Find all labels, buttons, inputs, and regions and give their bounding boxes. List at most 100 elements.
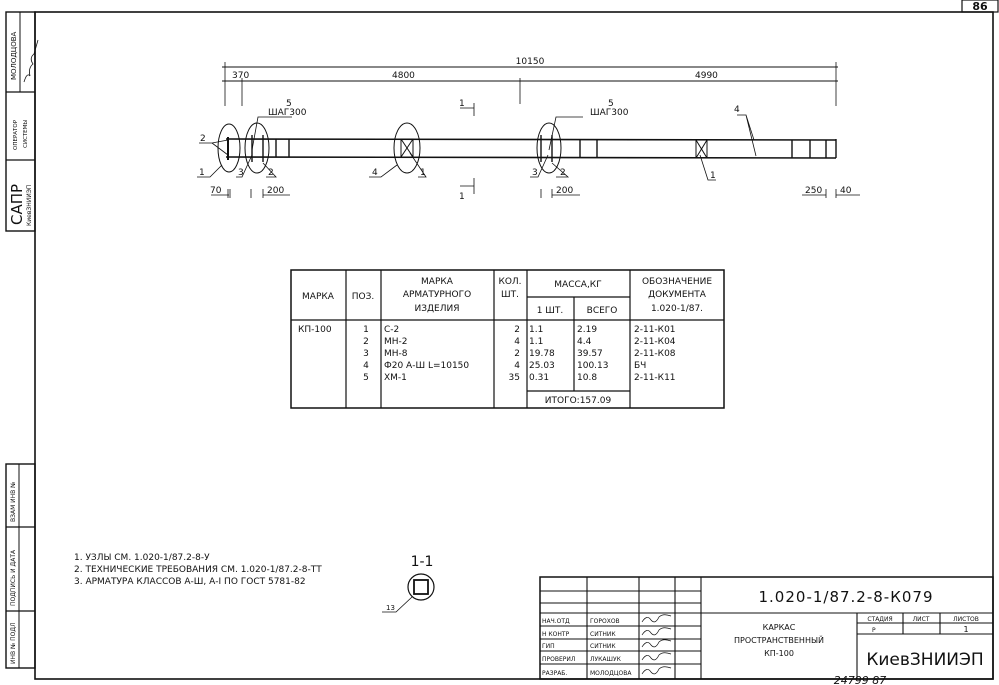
role-label: РАЗРАБ.	[542, 670, 567, 677]
cell-mass-one: 19.78	[529, 349, 555, 359]
callout-4b: 4	[734, 105, 740, 115]
cell-mass-total: 10.8	[577, 373, 597, 383]
th-doc-1: ОБОЗНАЧЕНИЕ	[642, 277, 712, 287]
system-label: СИСТЕМЫ	[23, 120, 29, 148]
cell-doc: 2-11-К04	[634, 337, 676, 347]
cell-doc: 2-11-К08	[634, 349, 676, 359]
callout-5: 5	[286, 99, 292, 109]
title-line-3: КП-100	[764, 649, 794, 658]
section-callout: 13	[386, 604, 395, 612]
callout-step: ШАГ300	[268, 108, 307, 118]
dim-4990: 4990	[695, 71, 718, 81]
sheets-label: ЛИСТОВ	[953, 616, 979, 623]
cell-item: МН-8	[384, 349, 408, 359]
role-label: ГИП	[542, 643, 555, 650]
cell-doc: 2-11-К11	[634, 373, 676, 383]
callout-2c: 2	[560, 168, 566, 178]
sapr-label: САПР	[8, 184, 26, 225]
th-doc-2: ДОКУМЕНТА	[648, 290, 707, 300]
dim-total: 10150	[516, 57, 545, 67]
cell-qty: 2	[514, 325, 520, 335]
cell-item: МН-2	[384, 337, 408, 347]
callout-3b: 3	[532, 168, 538, 178]
staff-name: ГОРОХОВ	[590, 618, 620, 625]
cell-qty: 4	[514, 337, 520, 347]
section-title: 1-1	[411, 554, 434, 570]
section-mark-bottom: 1	[459, 192, 465, 202]
cell-mass-one: 0.31	[529, 373, 549, 383]
sheet-frame	[34, 11, 994, 680]
frame-plan-view: 10150 370 4800 4990	[197, 57, 860, 202]
cell-qty: 2	[514, 349, 520, 359]
dim-70: 70	[210, 186, 222, 196]
staff-name: СИТНИК	[590, 643, 616, 650]
cell-poz: 5	[363, 373, 369, 383]
drawing-code: 1.020-1/87.2-8-К079	[759, 588, 934, 606]
th-item-3: ИЗДЕЛИЯ	[415, 304, 460, 314]
cell-poz: 4	[363, 361, 369, 371]
sheet-label: ЛИСТ	[913, 616, 930, 623]
sapr-org-label: КиевЗНИИЭП	[26, 185, 33, 226]
note-1: 1. УЗЛЫ СМ. 1.020-1/87.2-8-У	[74, 553, 210, 563]
cell-mass-total: 2.19	[577, 325, 597, 335]
cell-qty: 4	[514, 361, 520, 371]
th-qty-1: КОЛ.	[498, 277, 521, 287]
dim-40: 40	[840, 186, 852, 196]
signature-date-label: ПОДПИСЬ И ДАТА	[10, 549, 17, 606]
th-item-2: АРМАТУРНОГО	[403, 290, 471, 300]
dim-200: 200	[267, 186, 284, 196]
notes: 1. УЗЛЫ СМ. 1.020-1/87.2-8-У 2. ТЕХНИЧЕС…	[74, 553, 322, 587]
th-mass-one: 1 ШТ.	[537, 306, 564, 316]
dim-200b: 200	[556, 186, 573, 196]
inv-original-label: ИНВ № ПОДЛ	[10, 622, 17, 664]
signature	[641, 652, 672, 661]
callout-5b: 5	[608, 99, 614, 109]
cell-poz: 3	[363, 349, 369, 359]
operator-label: ОПЕРАТОР	[13, 119, 19, 150]
callout-4: 4	[372, 168, 378, 178]
sheet-number-box	[961, 0, 999, 13]
th-poz: ПОЗ.	[352, 292, 374, 302]
organization: КиевЗНИИЭП	[866, 650, 983, 670]
inv-replace-label: ВЗАМ ИНВ №	[10, 482, 17, 522]
cell-mass-total: 4.4	[577, 337, 592, 347]
cell-poz: 2	[363, 337, 369, 347]
staff-name: СИТНИК	[590, 631, 616, 638]
left-stamp-top: МОЛОДЦОВА ОПЕРАТОР СИСТЕМЫ САПР КиевЗНИИ…	[5, 11, 39, 232]
callout-1b: 1	[420, 168, 426, 178]
cell-mass-total: 100.13	[577, 361, 609, 371]
th-qty-2: ШТ.	[501, 290, 519, 300]
total-mass: ИТОГО:157.09	[545, 396, 612, 406]
operator-name: МОЛОДЦОВА	[10, 31, 18, 80]
operator-signature	[23, 39, 39, 83]
dim-250: 250	[805, 186, 822, 196]
cell-doc: 2-11-К01	[634, 325, 676, 335]
role-label: Н КОНТР	[542, 631, 570, 638]
dim-370: 370	[232, 71, 249, 81]
cell-qty: 35	[509, 373, 520, 383]
callout-1: 1	[199, 168, 205, 178]
cell-item: С-2	[384, 325, 399, 335]
cell-mass-one: 1.1	[529, 337, 543, 347]
section-1-1: 1-1 13	[382, 554, 435, 613]
staff-name: ЛУКАШУК	[590, 656, 622, 663]
stage-label: СТАДИЯ	[867, 616, 892, 623]
title-line-1: КАРКАС	[763, 623, 796, 632]
cell-item: ХМ-1	[384, 373, 407, 383]
cell-marka: КП-100	[298, 325, 332, 335]
th-item-1: МАРКА	[421, 277, 454, 287]
signature	[641, 639, 672, 648]
note-3: 3. АРМАТУРА КЛАССОВ А-Ш, А-I ПО ГОСТ 578…	[74, 577, 306, 587]
cell-mass-one: 25.03	[529, 361, 555, 371]
cell-mass-total: 39.57	[577, 349, 603, 359]
th-marka: МАРКА	[302, 292, 335, 302]
role-label: НАЧ.ОТД	[542, 618, 570, 625]
signature	[641, 614, 672, 623]
sheet-number: 86	[972, 0, 988, 13]
archive-number: 24799 87	[834, 674, 887, 685]
specification-table: МАРКА ПОЗ. МАРКА АРМАТУРНОГО ИЗДЕЛИЯ КОЛ…	[290, 269, 725, 409]
cell-mass-one: 1.1	[529, 325, 543, 335]
callout-step-b: ШАГ300	[590, 108, 629, 118]
callout-1c: 1	[710, 171, 716, 181]
